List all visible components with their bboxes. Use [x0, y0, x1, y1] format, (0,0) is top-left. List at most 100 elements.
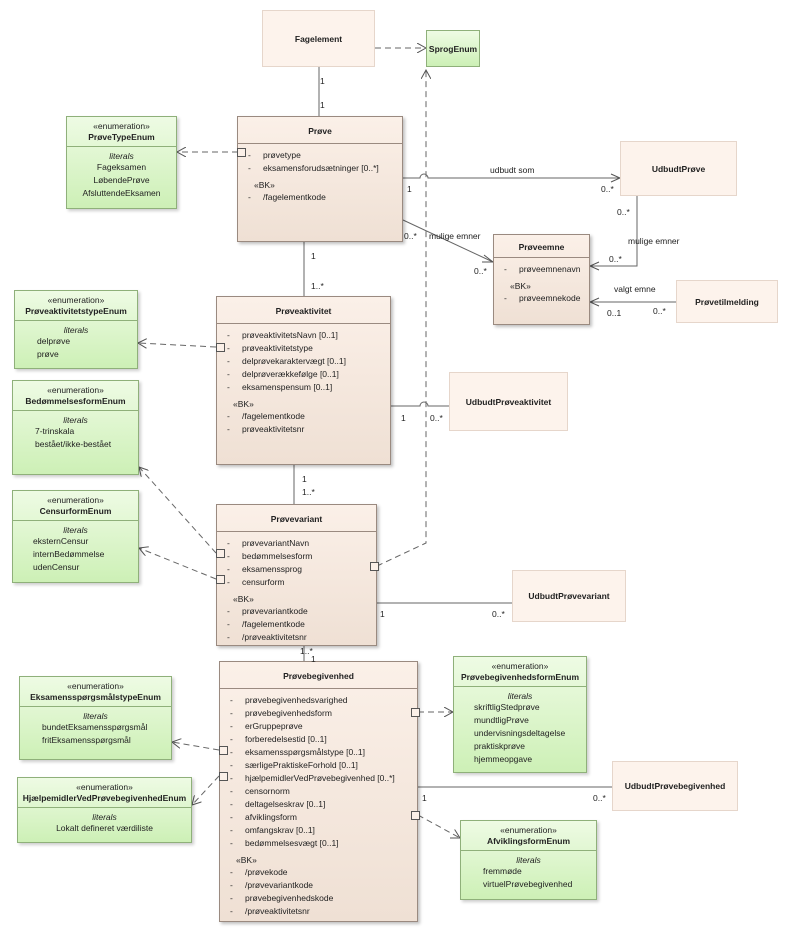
- attribute: -eksamensforudsætninger [0..*]: [248, 163, 379, 173]
- literals-label: literals: [507, 691, 533, 701]
- literal: LøbendePrøve: [93, 175, 150, 185]
- enum-hjaelpemidlerenum[interactable]: «enumeration» HjælpemidlerVedPrøvebegive…: [17, 777, 192, 843]
- enum-name: EksamensspørgsmålstypeEnum: [20, 691, 171, 707]
- enum-afviklingsformenum[interactable]: «enumeration» AfviklingsformEnum literal…: [460, 820, 597, 900]
- literal: bestået/ikke-bestået: [35, 439, 112, 449]
- arrow-to-proveemne-c: [588, 297, 600, 307]
- class-name: UdbudtPrøveaktivitet: [465, 396, 552, 407]
- bk-stereotype: «BK»: [233, 594, 254, 604]
- attribute: -censurform: [227, 577, 285, 587]
- class-fagelement[interactable]: Fagelement: [262, 10, 375, 67]
- class-name: UdbudtPrøvevariant: [528, 591, 610, 601]
- class-name: Prøvetilmelding: [695, 296, 759, 307]
- multiplicity: 0..*: [609, 254, 622, 264]
- class-udbudtproveaktivitet[interactable]: UdbudtPrøveaktivitet: [449, 372, 568, 431]
- attribute-list: -prøvevariantNavn -bedømmelsesform -eksa…: [217, 532, 376, 649]
- bk-attribute: -/fagelementkode: [248, 192, 326, 202]
- enum-name: CensurformEnum: [13, 505, 138, 521]
- multiplicity: 1..*: [302, 487, 315, 497]
- literal: Lokalt defineret værdiliste: [56, 823, 153, 833]
- class-name: Prøve: [238, 117, 402, 144]
- attribute-list: -prøveaktivitetsNavn [0..1] -prøveaktivi…: [217, 324, 390, 441]
- attribute: -prøvetype: [248, 150, 301, 160]
- multiplicity: 0..*: [404, 231, 417, 241]
- dep-aktivitet-aktivitetstype: [138, 343, 217, 347]
- bk-stereotype: «BK»: [233, 399, 254, 409]
- literal: skriftligStedprøve: [474, 702, 540, 712]
- class-name: Prøveaktivitet: [217, 297, 390, 324]
- multiplicity: 0..*: [474, 266, 487, 276]
- enum-provetypeenum[interactable]: «enumeration» PrøveTypeEnum literals Fag…: [66, 116, 177, 209]
- class-proveaktivitet[interactable]: Prøveaktivitet -prøveaktivitetsNavn [0..…: [216, 296, 391, 465]
- dep-begivenhed-sporgsmal: [172, 742, 220, 751]
- literal: fremmøde: [483, 866, 522, 876]
- multiplicity: 0..*: [593, 793, 606, 803]
- enum-bedommelsesformenum[interactable]: «enumeration» BedømmelsesformEnum litera…: [12, 380, 139, 475]
- attribute: -delprøvekaraktervægt [0..1]: [227, 356, 346, 366]
- enum-proveaktivitetstypeenum[interactable]: «enumeration» PrøveaktivitetstypeEnum li…: [14, 290, 138, 369]
- dep-variant-bedommelse: [139, 467, 217, 554]
- arrow-to-proveemne-a: [482, 254, 495, 263]
- class-provebegivenhed[interactable]: Prøvebegivenhed -prøvebegivenhedsvarighe…: [219, 661, 418, 922]
- literal: virtuelPrøvebegivenhed: [483, 879, 573, 889]
- enum-stereotype: «enumeration»: [76, 782, 133, 792]
- attribute: -prøveemnenavn: [504, 264, 581, 274]
- class-name: UdbudtPrøve: [651, 163, 706, 174]
- literal: hjemmeopgave: [474, 754, 533, 764]
- bk-attribute: -prøveaktivitetsnr: [227, 424, 305, 434]
- class-proveemne[interactable]: Prøveemne -prøveemnenavn «BK» -prøveemne…: [493, 234, 590, 325]
- attribute: -bedømmelsesform: [227, 551, 313, 561]
- class-name: Prøveemne: [494, 235, 589, 258]
- assoc-proveaktivitet-udbudt: [391, 401, 449, 407]
- attribute: -afviklingsform: [230, 812, 297, 822]
- attribute: -bedømmelsesvægt [0..1]: [230, 838, 339, 848]
- attribute: -prøvebegivenhedsform: [230, 708, 332, 718]
- enum-stereotype: «enumeration»: [47, 385, 104, 395]
- association-label: mulige emner: [429, 231, 481, 241]
- class-udbudtprovebegivenhed[interactable]: UdbudtPrøvebegivenhed: [612, 761, 738, 811]
- bk-attribute: -/fagelementkode: [227, 619, 305, 629]
- attribute: -eksamenssprog: [227, 564, 303, 574]
- attribute-port: [411, 811, 420, 820]
- enum-provebegivenhedsformenum[interactable]: «enumeration» PrøvebegivenhedsformEnum l…: [453, 656, 587, 773]
- literals-label: literals: [83, 711, 108, 721]
- attribute-port: [219, 772, 228, 781]
- bk-attribute: -/prøveaktivitetsnr: [227, 632, 307, 642]
- attribute: -deltagelseskrav [0..1]: [230, 799, 326, 809]
- attribute: -særligePraktiskeForhold [0..1]: [230, 760, 358, 770]
- dep-variant-censur: [139, 548, 217, 580]
- bk-stereotype: «BK»: [254, 180, 275, 190]
- class-udbudtprove[interactable]: UdbudtPrøve: [620, 141, 737, 196]
- enum-name: PrøveTypeEnum: [67, 131, 176, 147]
- class-udbudtprovevariant[interactable]: UdbudtPrøvevariant: [512, 570, 626, 622]
- literal: udenCensur: [33, 562, 80, 572]
- bk-attribute: -prøvebegivenhedskode: [230, 893, 334, 903]
- literal: undervisningsdeltagelse: [474, 728, 566, 738]
- enum-censurformenum[interactable]: «enumeration» CensurformEnum literals ek…: [12, 490, 139, 583]
- literals-label: literals: [516, 855, 541, 865]
- assoc-udbudtprove-proveemne: [590, 196, 638, 267]
- class-provevariant[interactable]: Prøvevariant -prøvevariantNavn -bedømmel…: [216, 504, 377, 646]
- attribute-list: -prøveemnenavn «BK» -prøveemnekode: [494, 258, 589, 310]
- class-prove[interactable]: Prøve -prøvetype -eksamensforudsætninger…: [237, 116, 403, 242]
- assoc-prove-proveemne: [402, 219, 494, 263]
- bk-attribute: -/prøvekode: [230, 867, 288, 877]
- literals-label: literals: [109, 151, 134, 161]
- enum-sprogenum[interactable]: SprogEnum: [426, 30, 480, 67]
- enum-name: AfviklingsformEnum: [461, 835, 596, 851]
- enum-stereotype: «enumeration»: [500, 825, 557, 835]
- attribute: -prøveaktivitetstype: [227, 343, 313, 353]
- class-provetilmelding[interactable]: Prøvetilmelding: [676, 280, 778, 323]
- arrow-to-proveemne-b: [588, 261, 600, 271]
- attribute-port: [216, 343, 225, 352]
- enum-eksamenssporgsmalstypeenum[interactable]: «enumeration» EksamensspørgsmålstypeEnum…: [19, 676, 172, 760]
- multiplicity: 1: [401, 413, 406, 423]
- literal: bundetEksamensspørgsmål: [42, 722, 148, 732]
- attribute: -prøveaktivitetsNavn [0..1]: [227, 330, 338, 340]
- attribute-port: [237, 148, 246, 157]
- attribute: -eksamenspensum [0..1]: [227, 382, 333, 392]
- multiplicity: 1: [320, 76, 325, 86]
- attribute: -censornorm: [230, 786, 290, 796]
- assoc-prove-udbudtprove: [403, 173, 620, 179]
- bk-attribute: -/prøveaktivitetsnr: [230, 906, 310, 916]
